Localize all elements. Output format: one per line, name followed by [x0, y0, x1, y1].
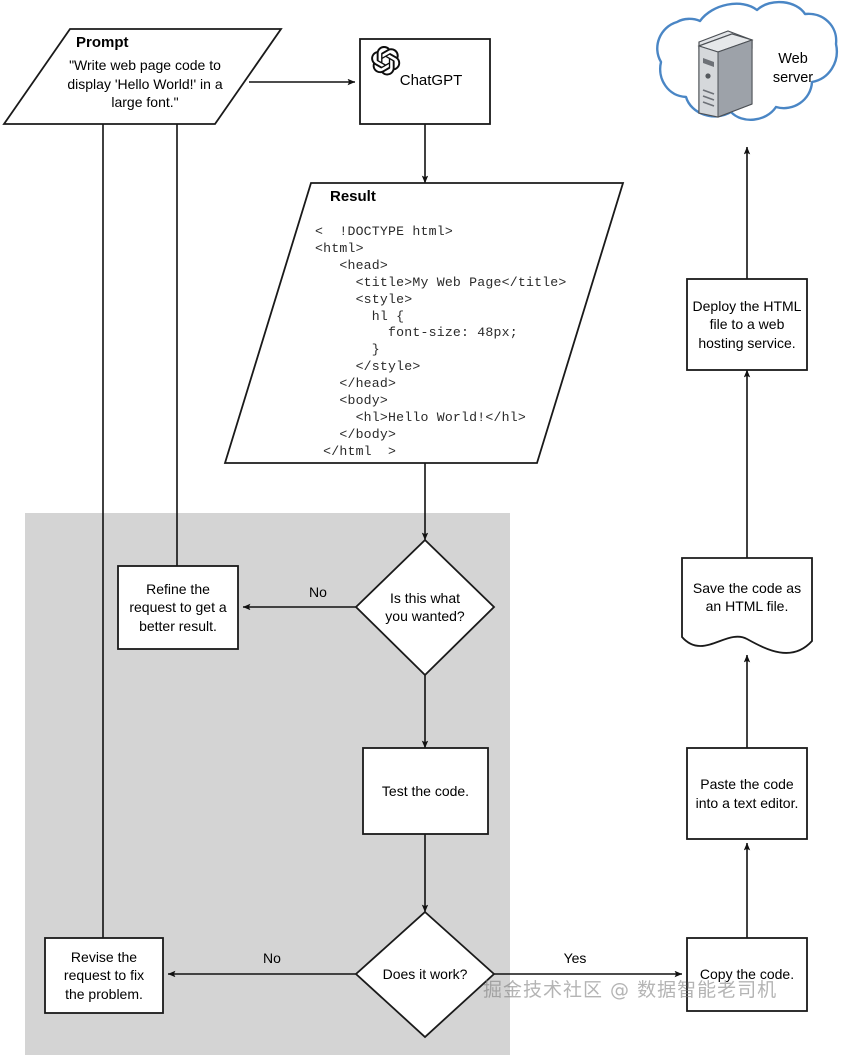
- result-shape[interactable]: [223, 182, 625, 464]
- chatgpt-shape[interactable]: [359, 38, 491, 125]
- prompt-shape[interactable]: [2, 28, 283, 125]
- copy-code-shape[interactable]: [686, 937, 808, 1012]
- does-it-work-shape[interactable]: [354, 910, 496, 1039]
- test-the-code-shape[interactable]: [362, 747, 489, 835]
- openai-logo-icon: [371, 46, 401, 76]
- result-heading: Result: [330, 188, 376, 205]
- deploy-shape[interactable]: [686, 278, 808, 371]
- result-code: < !DOCTYPE html> <html> <head> <title>My…: [315, 224, 567, 459]
- edge-label-no-from-work: No: [263, 950, 281, 966]
- web-server-label: Web server: [772, 51, 814, 86]
- revise-request-shape[interactable]: [44, 937, 164, 1014]
- edge-label-yes-from-work: Yes: [563, 950, 587, 966]
- prompt-heading: Prompt: [76, 34, 129, 51]
- is-this-what-you-wanted-shape[interactable]: [354, 538, 496, 677]
- paste-editor-shape[interactable]: [686, 747, 808, 840]
- save-html-shape[interactable]: [681, 557, 813, 654]
- refine-request-shape[interactable]: [117, 565, 239, 650]
- server-tower-icon: [697, 30, 754, 118]
- edge-label-no-from-wanted: No: [309, 584, 327, 600]
- watermark-text: 掘金技术社区 @ 数据智能老司机: [483, 979, 778, 1001]
